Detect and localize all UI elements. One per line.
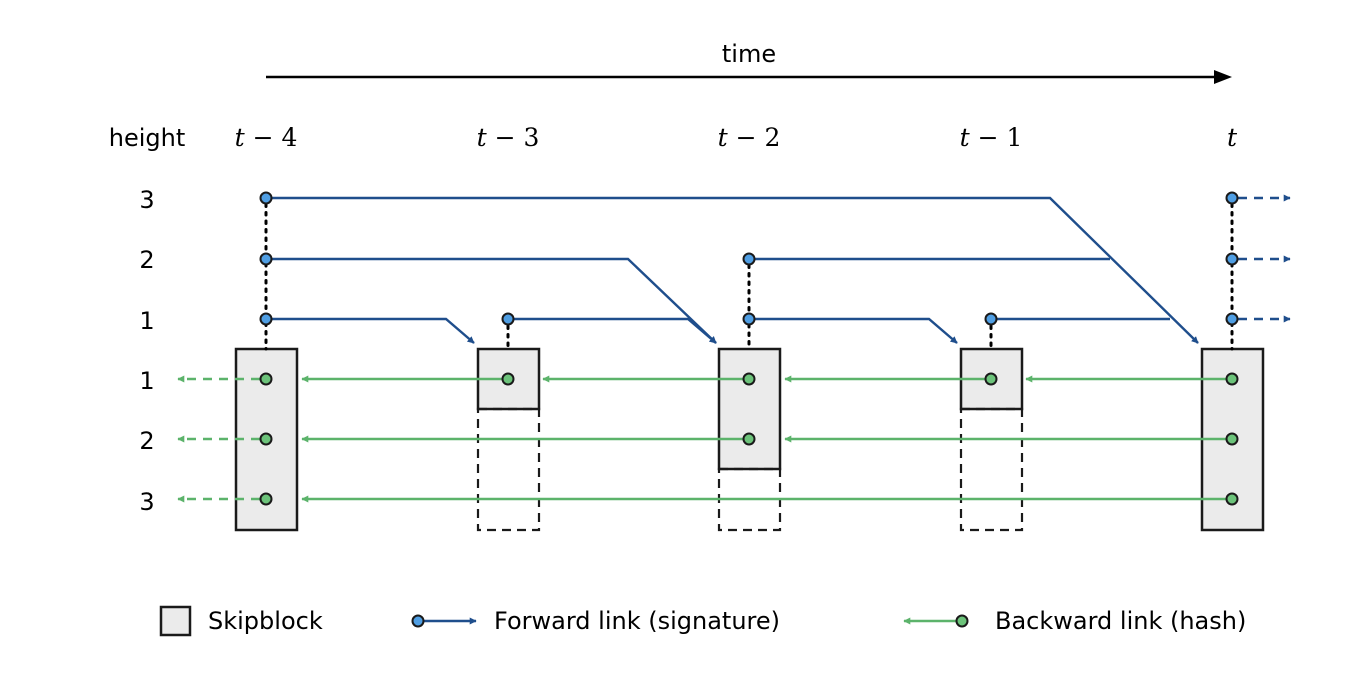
- skipblock-placeholder: [959, 407, 1024, 532]
- forward-node: [259, 312, 273, 326]
- legend: Skipblock Forward link (signature) Backw…: [159, 605, 1246, 637]
- height-label: height: [109, 124, 186, 152]
- forward-node: [501, 312, 515, 326]
- legend-skipblock-label: Skipblock: [208, 607, 323, 635]
- skipblock-placeholder: [476, 407, 541, 532]
- forward-link: [266, 257, 717, 344]
- backward-nodes: [259, 372, 1239, 506]
- backward-node: [501, 372, 515, 386]
- forward-link: [266, 317, 475, 344]
- backward-node: [984, 372, 998, 386]
- forward-node: [259, 191, 273, 205]
- forward-link: [266, 196, 1199, 344]
- legend-forward-label: Forward link (signature): [494, 607, 780, 635]
- forward-node: [742, 252, 756, 266]
- backward-level-label: 2: [139, 427, 154, 455]
- column-label-t-4: t − 4: [235, 123, 298, 152]
- legend-forward-node: [411, 614, 425, 628]
- forward-stacks: [264, 202, 1234, 351]
- backward-node: [742, 432, 756, 446]
- legend-backward-label: Backward link (hash): [995, 607, 1246, 635]
- backward-node: [742, 372, 756, 386]
- forward-node: [1225, 252, 1239, 266]
- backward-level-label: 1: [139, 367, 154, 395]
- column-label-t: t: [1227, 123, 1238, 152]
- column-label-t-2: t − 2: [718, 123, 781, 152]
- backward-node: [1225, 432, 1239, 446]
- forward-level-label: 1: [139, 307, 154, 335]
- forward-node: [1225, 191, 1239, 205]
- column-label-t-3: t − 3: [477, 123, 540, 152]
- backward-node: [1225, 372, 1239, 386]
- skipblock: [717, 347, 782, 471]
- forward-nodes: [259, 191, 1239, 326]
- forward-node: [259, 252, 273, 266]
- backward-links: [177, 375, 1232, 503]
- time-label: time: [722, 40, 776, 68]
- column-labels: t − 4 t − 3 t − 2 t − 1 t: [235, 123, 1238, 152]
- legend-skipblock-swatch: [159, 605, 192, 637]
- time-arrowhead: [1214, 70, 1232, 84]
- backward-node: [259, 432, 273, 446]
- backward-node: [259, 492, 273, 506]
- forward-level-label: 3: [139, 186, 154, 214]
- backward-level-label: 3: [139, 488, 154, 516]
- forward-node: [984, 312, 998, 326]
- level-labels: 3 2 1 1 2 3: [139, 186, 154, 516]
- forward-level-label: 2: [139, 246, 154, 274]
- column-label-t-1: t − 1: [960, 123, 1023, 152]
- forward-node: [742, 312, 756, 326]
- forward-link: [508, 317, 717, 344]
- backward-node: [1225, 492, 1239, 506]
- forward-links: [266, 194, 1291, 344]
- legend-backward-node: [955, 614, 969, 628]
- backward-node: [259, 372, 273, 386]
- forward-link: [749, 317, 958, 344]
- forward-node: [1225, 312, 1239, 326]
